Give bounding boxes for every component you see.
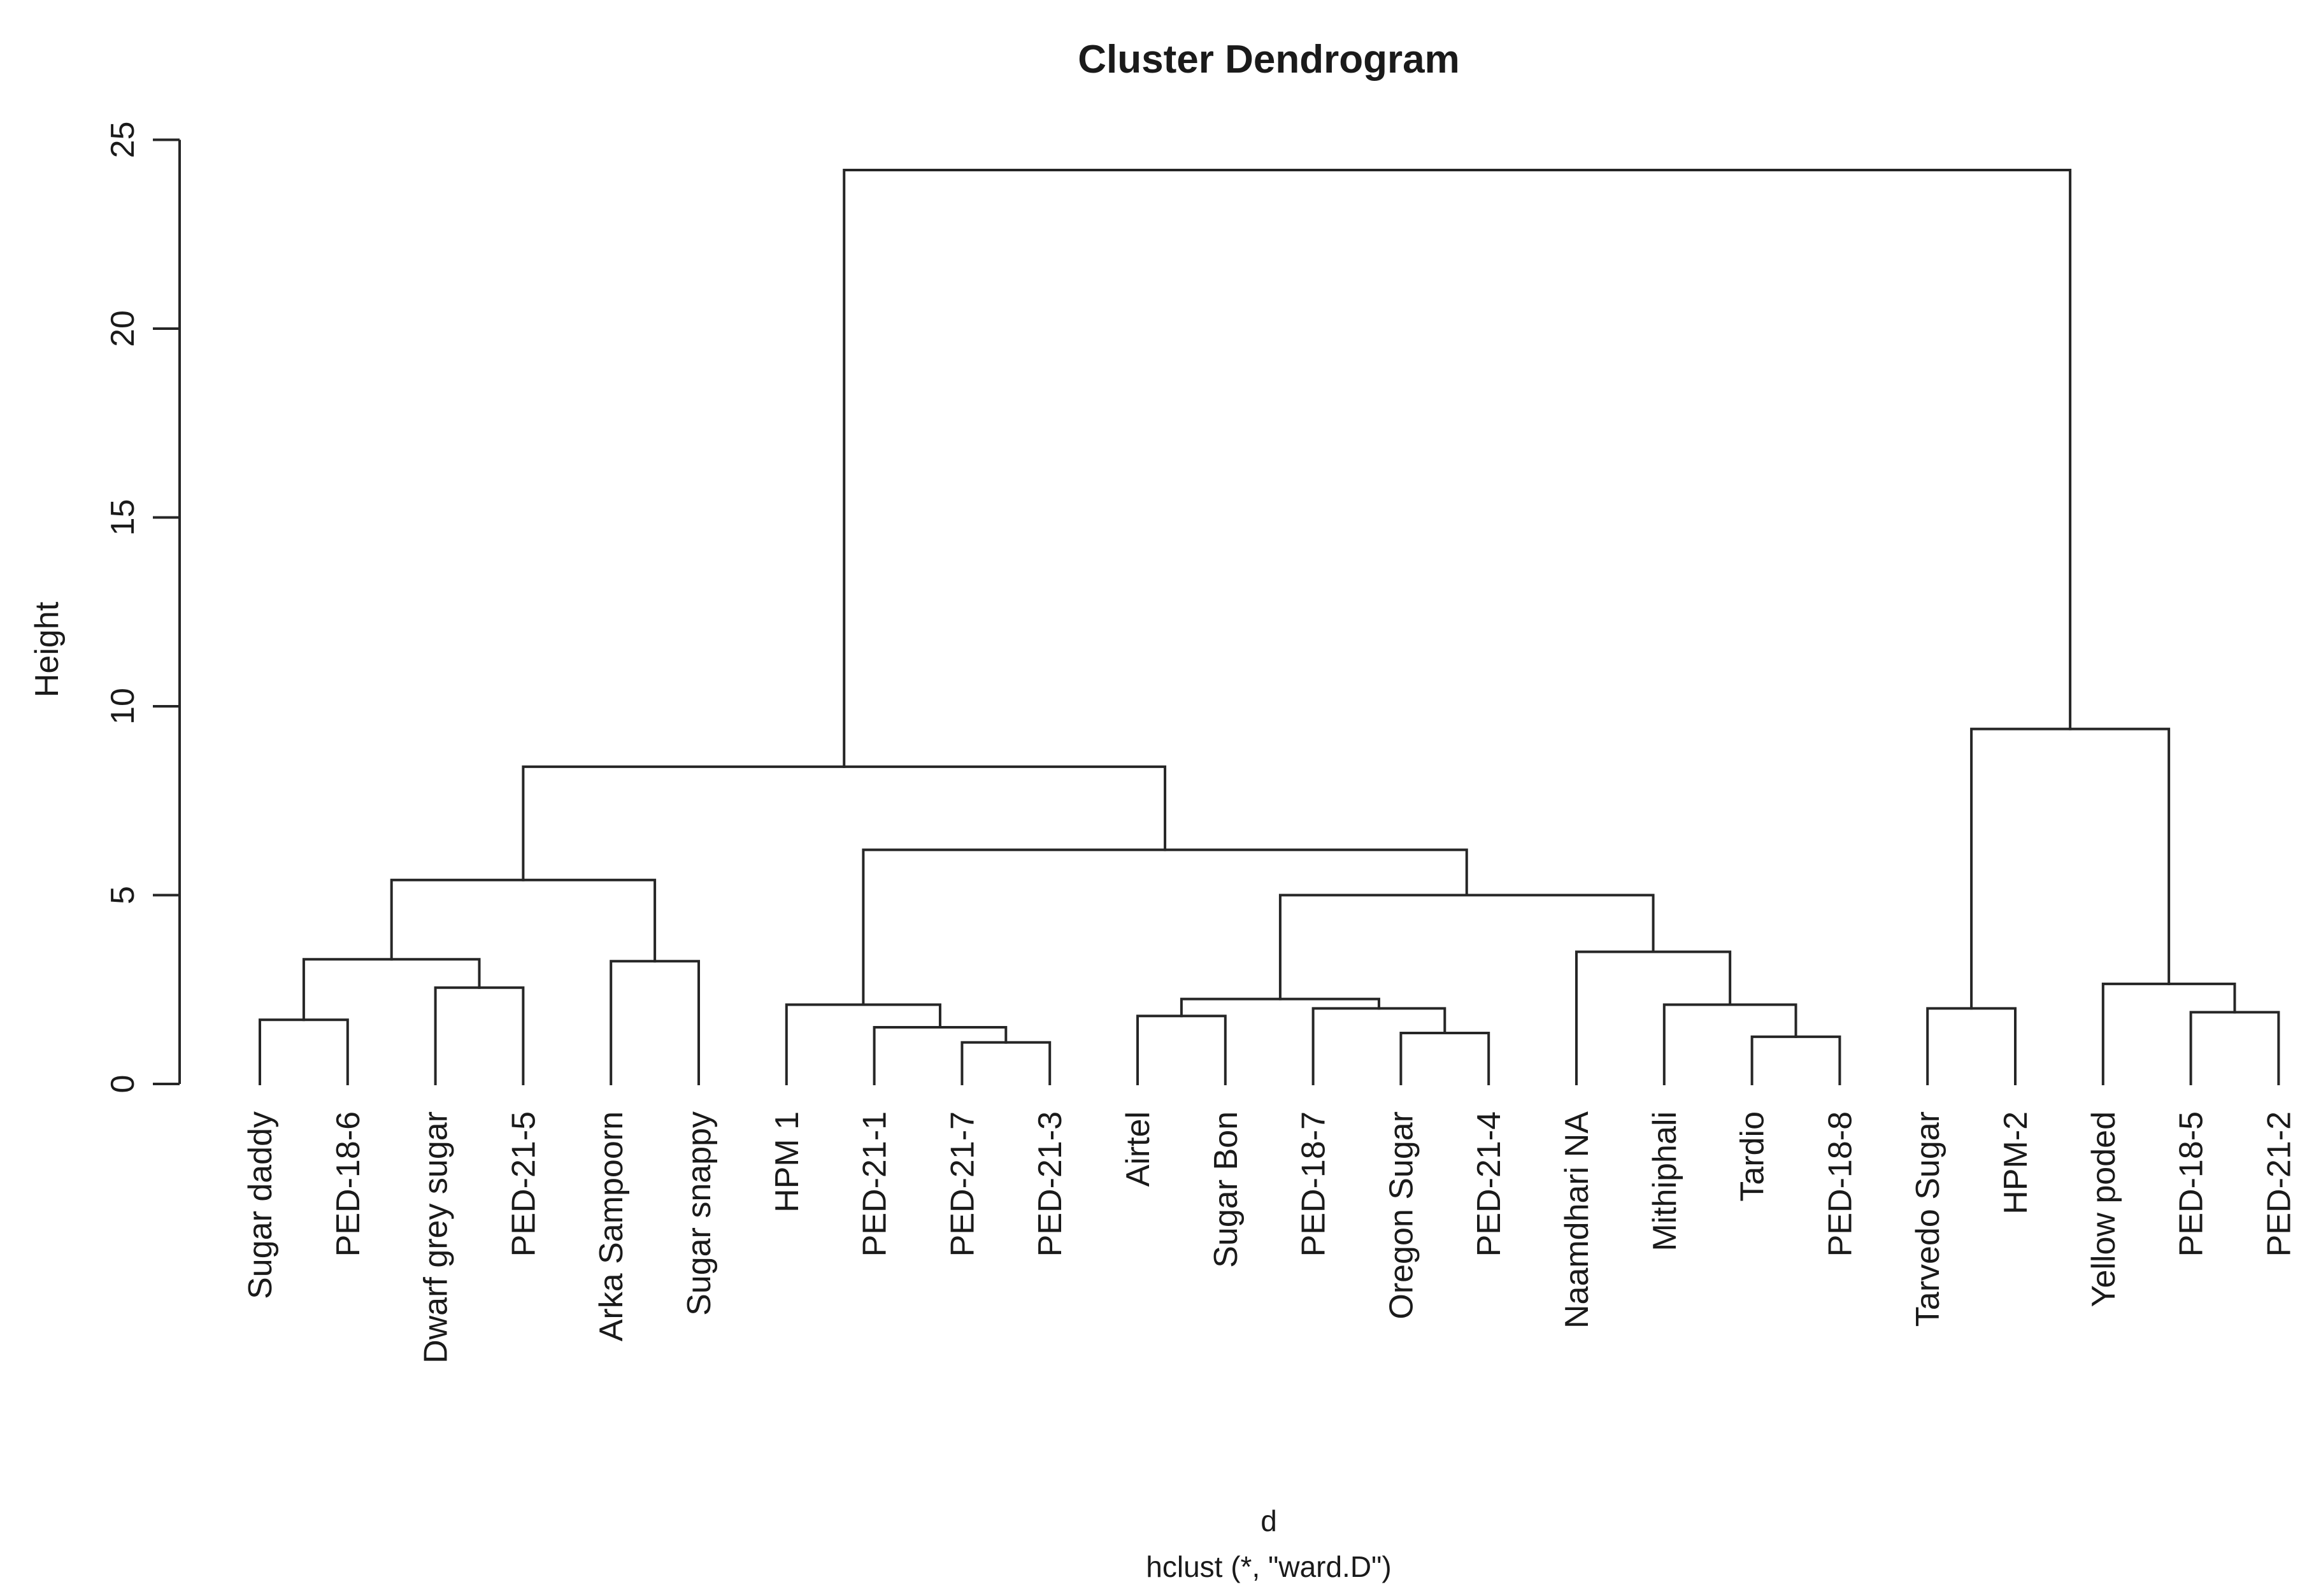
leaf-label: PED-18-6 bbox=[330, 1111, 367, 1257]
leaf-label: PED-18-5 bbox=[2173, 1111, 2210, 1257]
y-axis-tick-label: 15 bbox=[104, 499, 141, 536]
y-axis-tick-label: 0 bbox=[104, 1075, 141, 1094]
dendrogram-link bbox=[522, 765, 1167, 881]
y-axis-tick-label: 20 bbox=[104, 310, 141, 347]
dendrogram-link bbox=[1399, 1031, 1490, 1085]
leaf-label: Arka Sampoorn bbox=[593, 1111, 630, 1341]
dendrogram-link bbox=[862, 848, 1468, 1006]
leaf-label: PED-21-5 bbox=[505, 1111, 542, 1257]
leaf-label: PED-21-4 bbox=[1471, 1111, 1508, 1257]
chart-title: Cluster Dendrogram bbox=[1078, 38, 1460, 82]
x-axis-caption: d hclust (*, "ward.D") bbox=[1146, 1498, 1391, 1590]
dendrogram-link bbox=[434, 986, 525, 1085]
leaf-label: Sugar daddy bbox=[242, 1111, 279, 1299]
dendrogram-link bbox=[1662, 1003, 1797, 1085]
leaf-label: PED-21-2 bbox=[2260, 1111, 2297, 1257]
dendrogram-link bbox=[259, 1018, 349, 1085]
leaf-label: HPM-2 bbox=[1997, 1111, 2034, 1215]
dendrogram-link bbox=[1970, 727, 2171, 1010]
dendrogram-link bbox=[1750, 1035, 1841, 1085]
leaf-label: PED-21-3 bbox=[1032, 1111, 1069, 1257]
y-axis-tick-label: 5 bbox=[104, 886, 141, 904]
leaf-label: HPM 1 bbox=[769, 1111, 806, 1213]
leaf-label: PED-18-7 bbox=[1296, 1111, 1332, 1257]
leaf-label: Dwarf grey sugar bbox=[418, 1111, 455, 1364]
leaf-label: Tardio bbox=[1734, 1111, 1771, 1202]
dendrogram-link bbox=[843, 168, 2072, 768]
leaf-label: Oregon Sugar bbox=[1383, 1111, 1420, 1320]
leaf-label: Tarvedo Sugar bbox=[1910, 1111, 1946, 1327]
leaf-label: Sugar snappy bbox=[681, 1111, 718, 1316]
leaf-label: PED-18-8 bbox=[1822, 1111, 1859, 1257]
dendrogram-link bbox=[1575, 950, 1732, 1085]
y-axis-tick-label: 25 bbox=[104, 122, 141, 159]
x-axis-sub-label: hclust (*, "ward.D") bbox=[1146, 1550, 1392, 1583]
leaf-label: Sugar Bon bbox=[1208, 1111, 1245, 1268]
leaf-label: Mithiphali bbox=[1646, 1111, 1683, 1251]
dendrogram-link bbox=[2101, 982, 2236, 1085]
dendrogram-link bbox=[1278, 894, 1655, 1001]
dendrogram-link bbox=[785, 1003, 941, 1085]
dendrogram-link bbox=[390, 878, 657, 963]
dendrogram-link bbox=[961, 1041, 1052, 1085]
dendrogram-link bbox=[1926, 1007, 2017, 1085]
leaf-label: Airtel bbox=[1120, 1111, 1157, 1186]
y-axis-tick-label: 10 bbox=[104, 688, 141, 725]
leaf-label: Naamdhari NA bbox=[1559, 1111, 1596, 1329]
dendrogram-link bbox=[2189, 1011, 2280, 1085]
dendrogram-link bbox=[1311, 1007, 1446, 1085]
dendrogram-link bbox=[873, 1026, 1008, 1085]
dendrogram-link bbox=[302, 958, 481, 1022]
dendrogram-link bbox=[610, 960, 700, 1085]
dendrogram-link bbox=[1136, 1015, 1227, 1085]
leaf-label: Yellow poded bbox=[2085, 1111, 2122, 1307]
leaf-label: PED-21-7 bbox=[944, 1111, 981, 1257]
x-axis-label: d bbox=[1261, 1504, 1277, 1537]
leaf-label: PED-21-1 bbox=[857, 1111, 894, 1257]
